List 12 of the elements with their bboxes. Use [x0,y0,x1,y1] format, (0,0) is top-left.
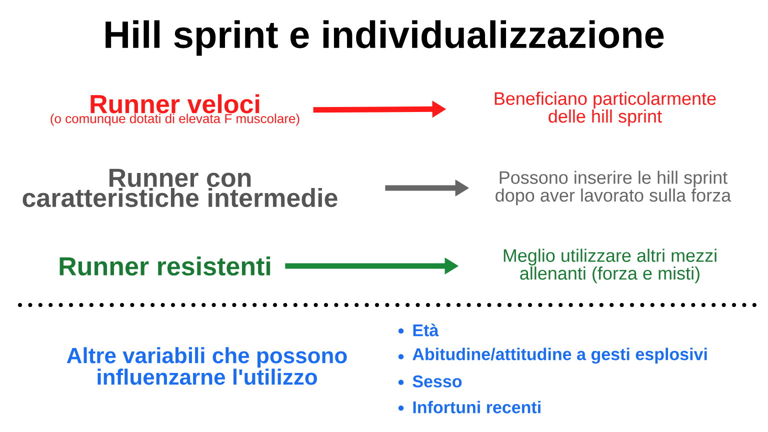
bullet-item: Infortuni recenti [413,400,540,414]
description-text: Meglio utilizzare altri mezzi allenanti (forza e misti) [504,248,716,284]
category-label: Runner resistenti [60,256,270,276]
description-text: Beneficiano particolarmente delle hill sprint [494,92,716,126]
bullet-item: Abitudine/attitudine a gesti esplosivi [412,348,707,364]
category-label: Runner con caratteristiche intermedie [22,168,338,208]
description-text: Possono inserire le hill sprint dopo aver lavorato sulla forza [496,170,732,206]
bullet-item: Età [413,324,439,336]
category-label: Runner veloci (o comunque dotati di elevata F muscolare) [50,94,300,126]
bullet-item: Sesso [412,375,462,388]
note-text: Altre variabili che possono influenzarne l'utilizzo [66,347,347,385]
title: Hill sprint e individualizzazione [106,20,664,56]
